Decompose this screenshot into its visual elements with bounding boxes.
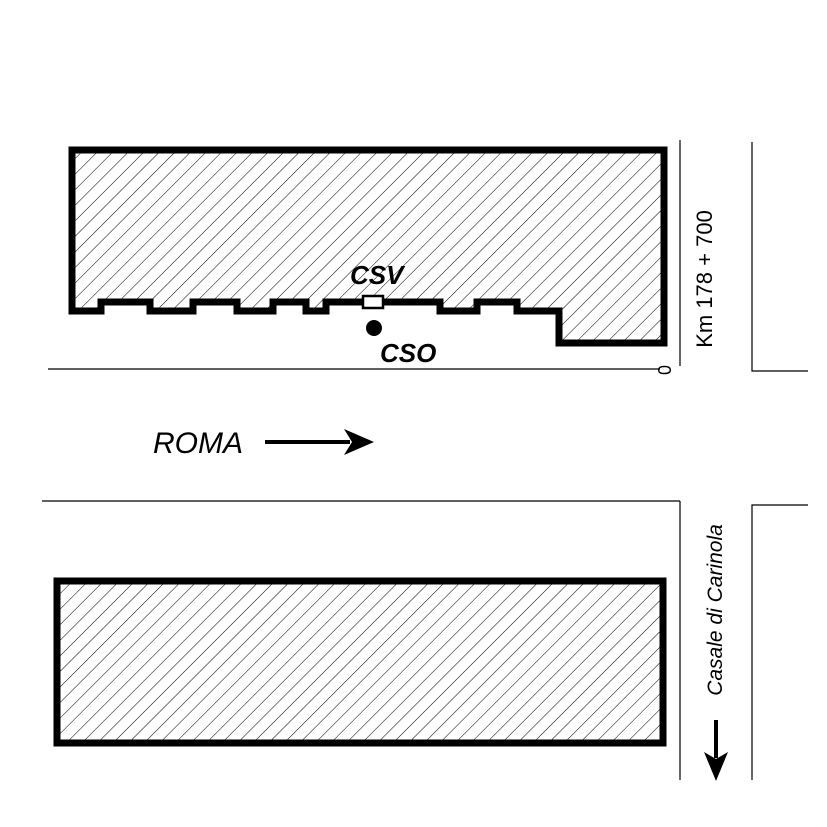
km-label: Km 178 + 700 <box>692 210 717 348</box>
upper-building <box>68 146 668 347</box>
cso-station-marker <box>366 320 382 336</box>
csv-label: CSV <box>350 260 406 290</box>
roma-label: ROMA <box>153 427 243 460</box>
lower-building <box>53 577 667 747</box>
road-edge-right-lower <box>751 504 808 780</box>
casale-label: Casale di Carinola <box>704 524 727 696</box>
km-marker-zero: 0 <box>655 365 675 375</box>
roma-direction-arrow <box>265 429 374 455</box>
csv-station-marker <box>361 294 385 310</box>
casale-direction-arrow <box>704 720 728 781</box>
road-edge-right-upper <box>751 142 808 372</box>
cso-label: CSO <box>380 338 436 368</box>
